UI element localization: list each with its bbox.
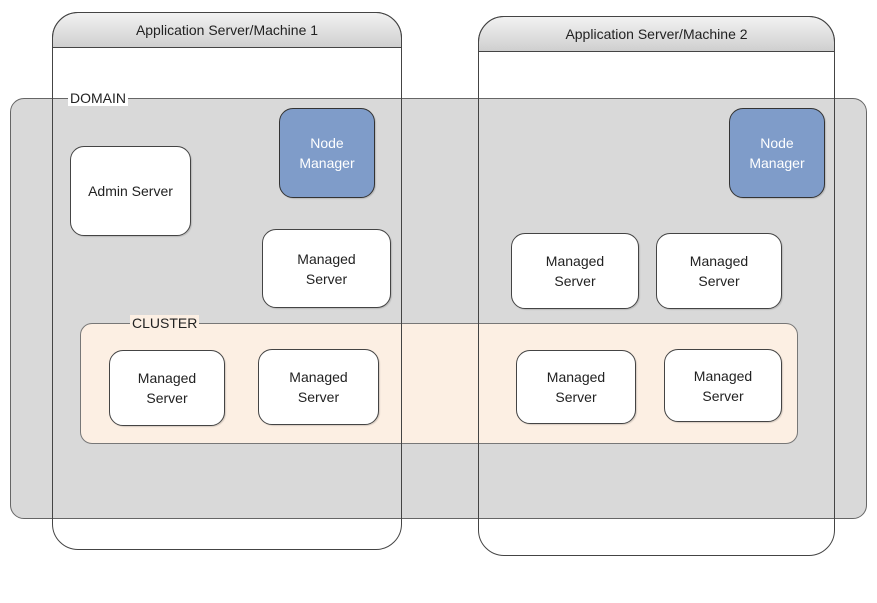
cluster-managed-server-3: Managed Server — [516, 350, 636, 424]
managed-server-m2-a: Managed Server — [511, 233, 639, 309]
cluster-managed-server-1: Managed Server — [109, 350, 225, 426]
node-manager-2: Node Manager — [729, 108, 825, 198]
machine-2-title: Application Server/Machine 2 — [565, 26, 748, 42]
machine-2-header: Application Server/Machine 2 — [478, 16, 835, 52]
machine-1-header: Application Server/Machine 1 — [52, 12, 402, 48]
machine-1 — [52, 12, 402, 550]
cluster-managed-server-2: Managed Server — [258, 349, 379, 425]
domain-label: DOMAIN — [68, 90, 128, 106]
cluster-managed-server-4: Managed Server — [664, 349, 782, 422]
node-manager-1: Node Manager — [279, 108, 375, 198]
machine-1-title: Application Server/Machine 1 — [135, 22, 319, 38]
managed-server-m2-b: Managed Server — [656, 233, 782, 309]
cluster-label: CLUSTER — [130, 315, 200, 331]
managed-server-m1: Managed Server — [262, 229, 391, 308]
machine-2 — [478, 16, 835, 556]
admin-server: Admin Server — [70, 146, 191, 236]
